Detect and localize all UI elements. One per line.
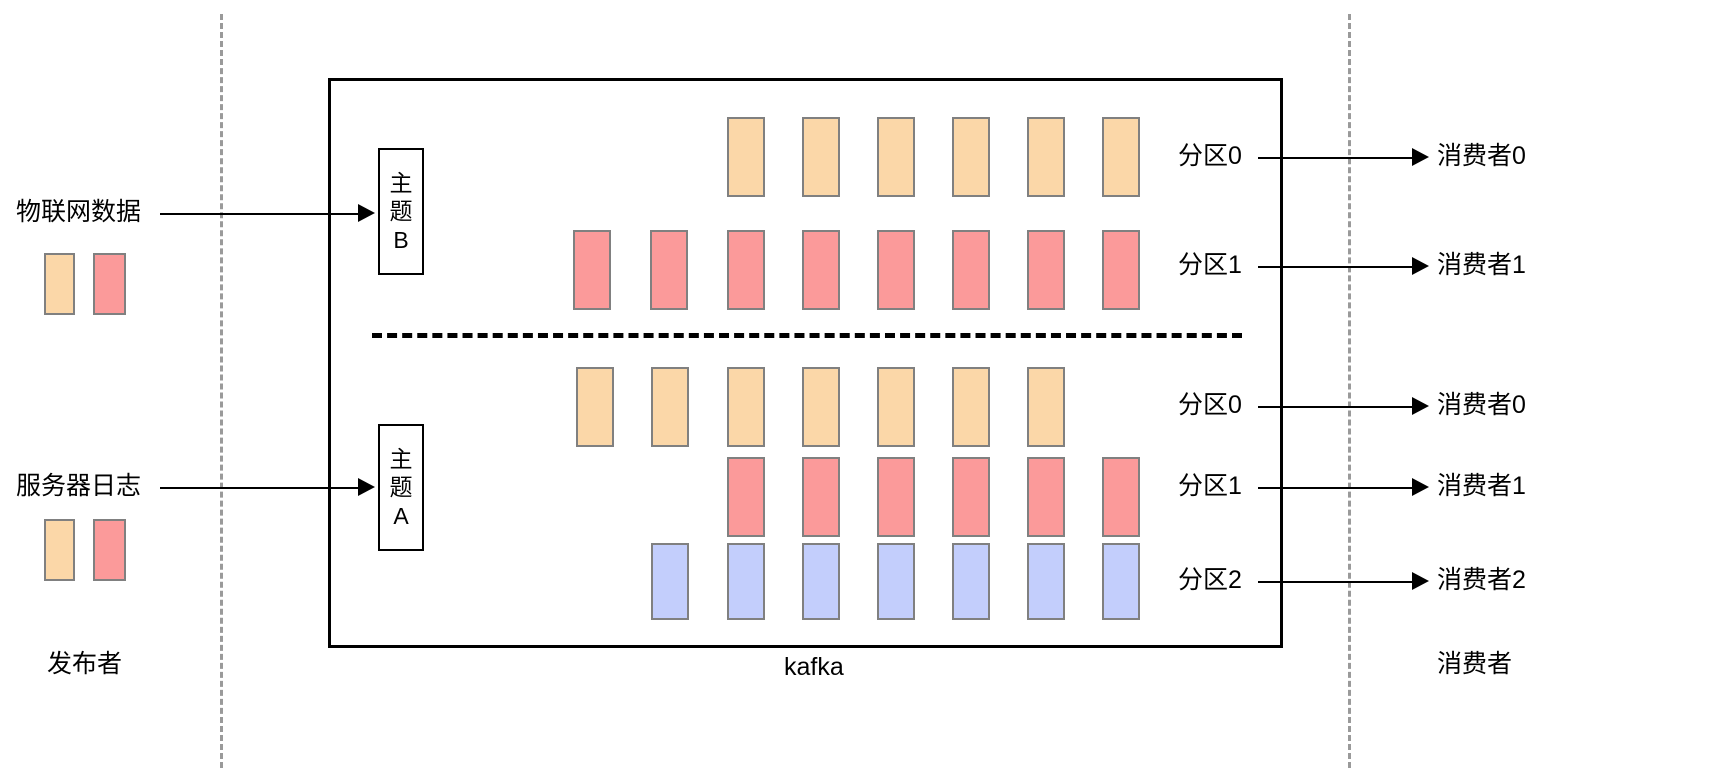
consumer-label-a-2: 消费者2 bbox=[1437, 566, 1526, 594]
publisher-swatch-log-orange bbox=[44, 519, 75, 581]
message-block bbox=[651, 367, 689, 447]
message-block bbox=[802, 230, 840, 310]
message-block bbox=[1027, 543, 1065, 620]
publisher-swatch-iot-orange bbox=[44, 253, 75, 315]
message-block bbox=[877, 117, 915, 197]
message-block bbox=[802, 543, 840, 620]
partition-label-a-1: 分区1 bbox=[1178, 472, 1242, 500]
message-block bbox=[877, 457, 915, 537]
message-block bbox=[727, 230, 765, 310]
partition-a-2-connector-line bbox=[1258, 581, 1417, 583]
message-block bbox=[802, 367, 840, 447]
consumer-boundary-divider bbox=[1348, 14, 1351, 768]
message-block bbox=[651, 543, 689, 620]
message-block bbox=[1102, 457, 1140, 537]
topic-box-b[interactable]: 主 题 B bbox=[378, 148, 424, 275]
partition-b-0-connector-line bbox=[1258, 157, 1417, 159]
consumer-label-b-0: 消费者0 bbox=[1437, 142, 1526, 170]
partition-b-0-arrow-head bbox=[1412, 148, 1429, 166]
message-block bbox=[802, 117, 840, 197]
serverlog-to-topica-arrow-line bbox=[160, 487, 360, 489]
iot-to-topicb-arrow-line bbox=[160, 213, 360, 215]
partition-label-b-0: 分区0 bbox=[1178, 142, 1242, 170]
partition-label-b-1: 分区1 bbox=[1178, 251, 1242, 279]
message-block bbox=[573, 230, 611, 310]
topic-a-label: 主 题 A bbox=[389, 446, 413, 529]
topic-box-a[interactable]: 主 题 A bbox=[378, 424, 424, 551]
zone-label-consumer: 消费者 bbox=[1437, 650, 1513, 678]
publisher-label-iot: 物联网数据 bbox=[16, 198, 142, 226]
partition-label-a-0: 分区0 bbox=[1178, 391, 1242, 419]
message-block bbox=[727, 117, 765, 197]
partition-label-a-2: 分区2 bbox=[1178, 566, 1242, 594]
message-block bbox=[952, 367, 990, 447]
partition-b-1-arrow-head bbox=[1412, 257, 1429, 275]
partition-b-1-connector-line bbox=[1258, 266, 1417, 268]
message-block bbox=[1102, 543, 1140, 620]
message-block bbox=[1102, 230, 1140, 310]
partition-a-1-arrow-head bbox=[1412, 478, 1429, 496]
kafka-boundary-box bbox=[328, 78, 1283, 648]
zone-label-publisher: 发布者 bbox=[47, 650, 123, 678]
message-block bbox=[802, 457, 840, 537]
consumer-label-b-1: 消费者1 bbox=[1437, 251, 1526, 279]
message-block bbox=[1027, 457, 1065, 537]
message-block bbox=[1027, 367, 1065, 447]
consumer-label-a-0: 消费者0 bbox=[1437, 391, 1526, 419]
iot-to-topicb-arrow-head bbox=[358, 204, 375, 222]
message-block bbox=[952, 117, 990, 197]
message-block bbox=[952, 457, 990, 537]
publisher-swatch-iot-red bbox=[93, 253, 126, 315]
partition-a-0-connector-line bbox=[1258, 406, 1417, 408]
message-block bbox=[1027, 117, 1065, 197]
partition-a-2-arrow-head bbox=[1412, 572, 1429, 590]
message-block bbox=[727, 367, 765, 447]
zone-label-kafka: kafka bbox=[784, 653, 844, 681]
partition-a-0-arrow-head bbox=[1412, 397, 1429, 415]
message-block bbox=[727, 457, 765, 537]
topic-b-label: 主 题 B bbox=[389, 170, 413, 253]
topic-separator-dashed-line bbox=[372, 333, 1242, 338]
message-block bbox=[1027, 230, 1065, 310]
message-block bbox=[877, 230, 915, 310]
publisher-label-server-log: 服务器日志 bbox=[16, 472, 142, 500]
serverlog-to-topica-arrow-head bbox=[358, 478, 375, 496]
message-block bbox=[1102, 117, 1140, 197]
message-block bbox=[650, 230, 688, 310]
message-block bbox=[952, 230, 990, 310]
publisher-boundary-divider bbox=[220, 14, 223, 768]
message-block bbox=[576, 367, 614, 447]
message-block bbox=[727, 543, 765, 620]
partition-a-1-connector-line bbox=[1258, 487, 1417, 489]
message-block bbox=[877, 367, 915, 447]
message-block bbox=[877, 543, 915, 620]
consumer-label-a-1: 消费者1 bbox=[1437, 472, 1526, 500]
publisher-swatch-log-red bbox=[93, 519, 126, 581]
message-block bbox=[952, 543, 990, 620]
